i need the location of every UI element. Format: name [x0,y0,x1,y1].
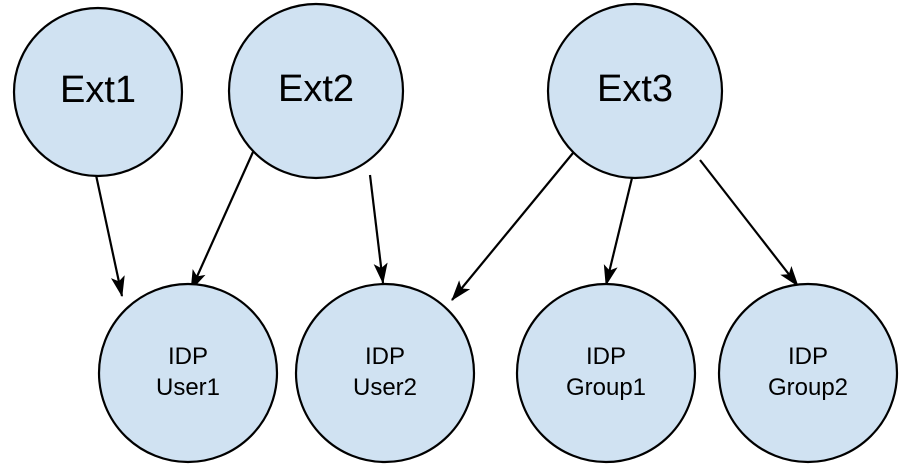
node-ext3[interactable]: Ext3 [546,2,724,180]
edge-ext3-to-idp-user2 [451,152,574,301]
edge-ext2-to-idp-user1 [189,151,255,292]
node-circle-ext1[interactable] [12,6,184,178]
node-circle-idp-group2[interactable] [717,282,899,464]
node-ext1[interactable]: Ext1 [12,6,184,178]
node-ext2[interactable]: Ext2 [227,2,405,180]
node-circle-idp-user2[interactable] [294,282,476,464]
node-circle-ext2[interactable] [227,2,405,180]
edge-ext1-to-idp-user1 [94,174,125,298]
edge-ext3-to-idp-group2 [699,159,799,287]
edges-layer [94,151,799,301]
node-circle-ext3[interactable] [546,2,724,180]
node-circle-idp-user1[interactable] [97,282,279,464]
edge-ext3-to-idp-group1 [603,177,634,287]
edge-ext2-to-idp-user2 [368,174,388,285]
node-circle-idp-group1[interactable] [515,282,697,464]
